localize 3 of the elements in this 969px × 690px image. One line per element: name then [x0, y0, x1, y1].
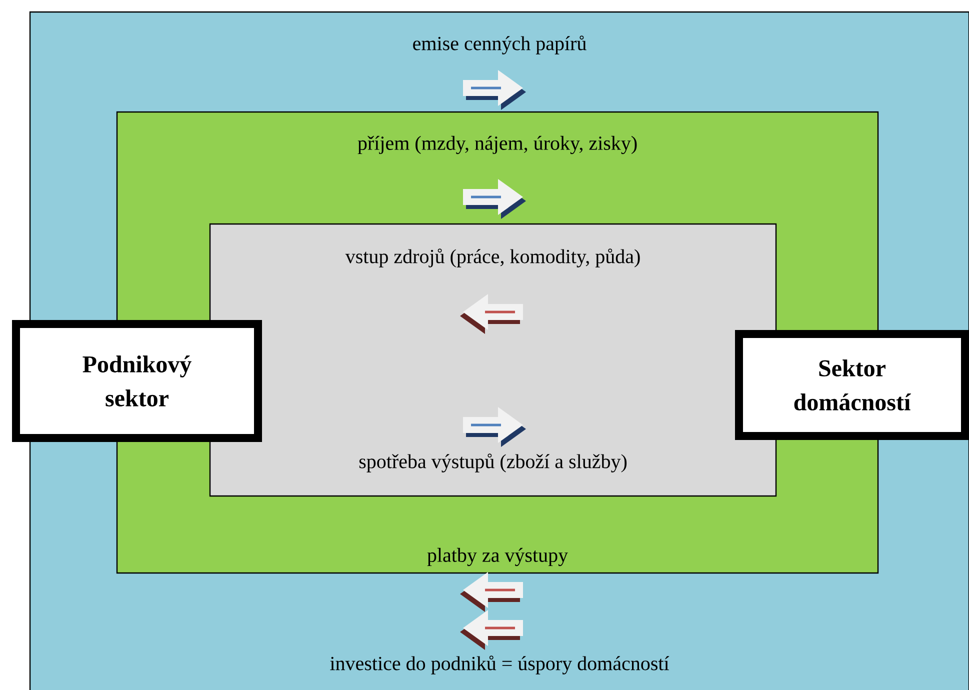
sector-box: Podnikový sektor [12, 320, 262, 442]
region-box: vstup zdrojů (práce, komodity, půda) spotřeba výstupů (zboží a služby) [209, 223, 777, 497]
sector-box: Sektor domácností [735, 330, 969, 440]
